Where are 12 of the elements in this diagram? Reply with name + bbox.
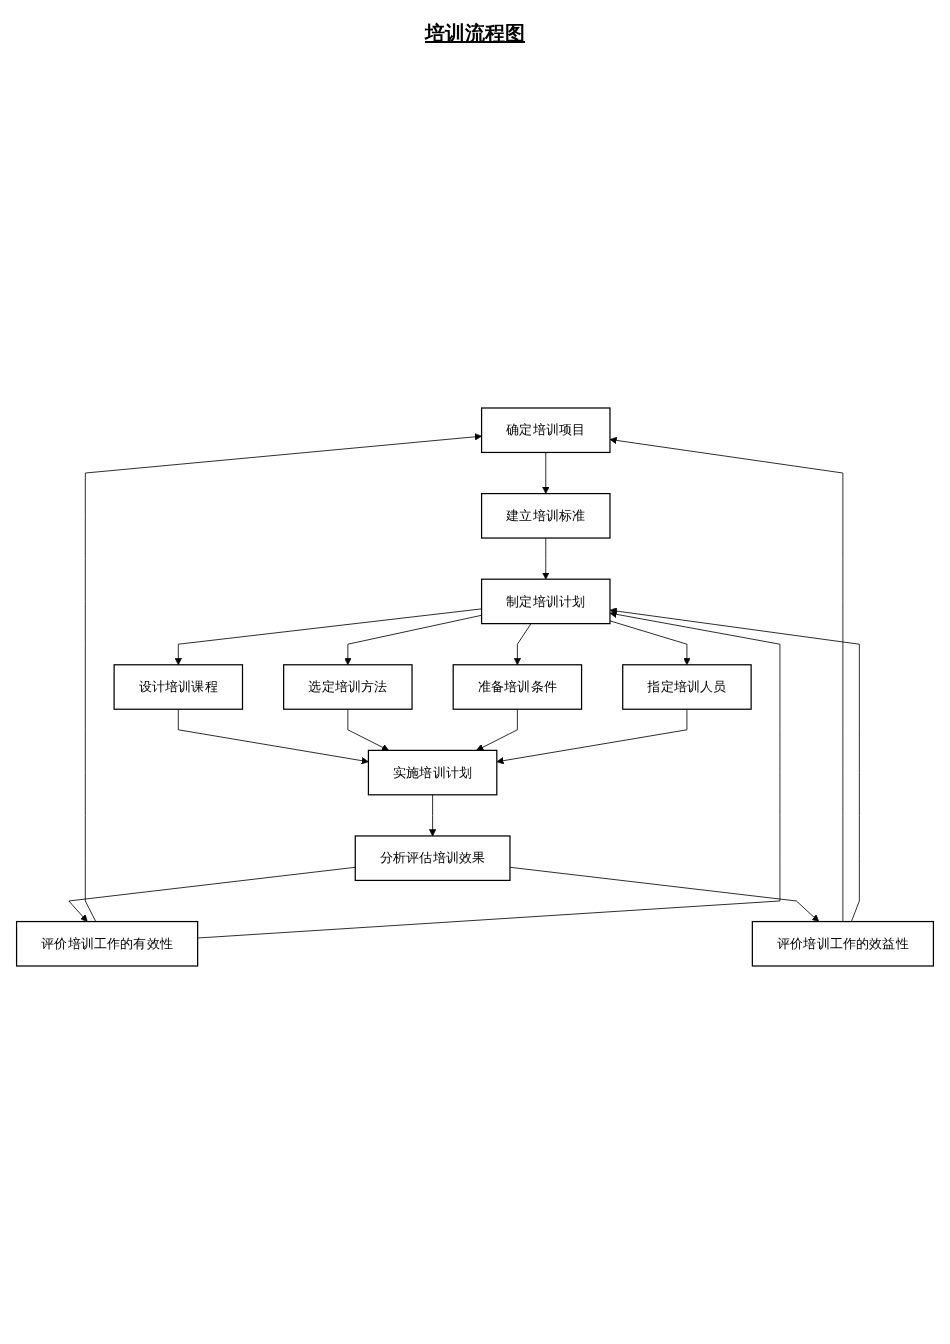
node-box: 选定培训方法 (283, 664, 413, 710)
node-box: 制定培训计划 (480, 578, 611, 625)
node-box: 指定培训人员 (622, 664, 752, 710)
node-box: 评价培训工作的效益性 (751, 920, 935, 967)
node-box: 设计培训课程 (113, 664, 244, 710)
node-box: 实施培训计划 (367, 749, 498, 796)
diagram-title: 培训流程图 (423, 20, 526, 47)
node-box: 确定培训项目 (480, 407, 611, 454)
node-box: 建立培训标准 (480, 492, 611, 539)
node-box: 分析评估培训效果 (354, 835, 511, 882)
node-box: 评价培训工作的有效性 (15, 920, 199, 967)
node-box: 准备培训条件 (452, 664, 583, 710)
